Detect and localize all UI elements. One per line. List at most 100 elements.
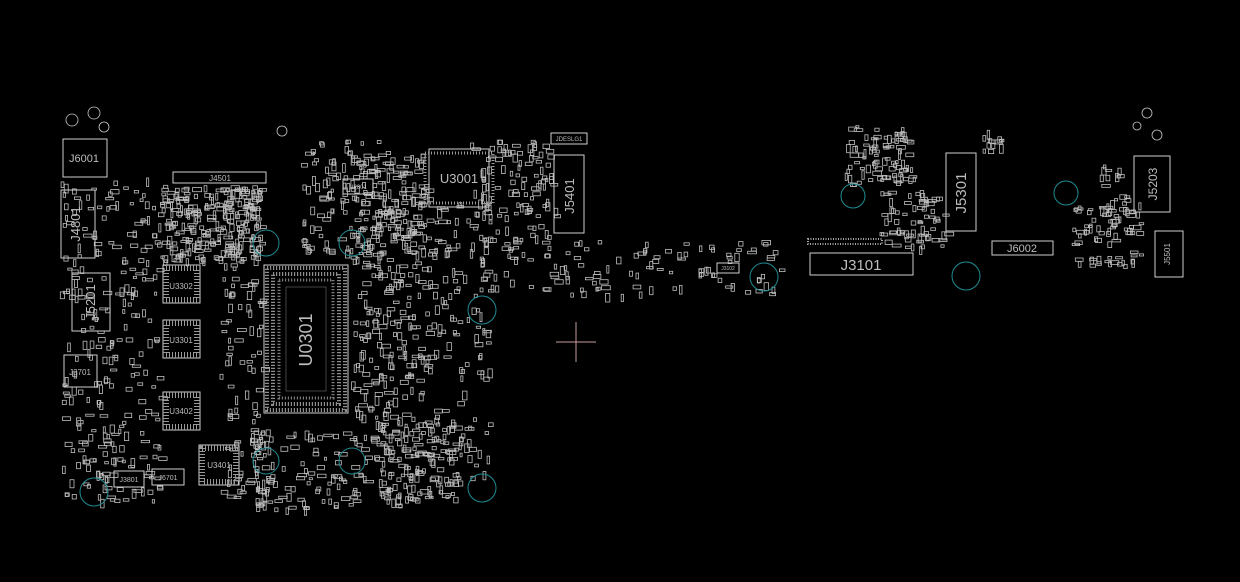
smd-pad [438,457,445,461]
connector-j5203[interactable]: J5203 [1133,155,1171,213]
smd-pad [226,188,230,193]
smd-pad [286,492,292,502]
smd-pad [1124,198,1132,203]
smd-pad [131,313,138,318]
smd-pad [165,223,171,231]
smd-pad [75,356,79,362]
smd-pad [669,270,674,275]
smd-pad [341,478,347,482]
smd-pad [86,484,91,489]
u3402-balls [163,392,200,430]
smd-pad [409,431,415,437]
smd-pad [285,507,289,515]
memory-chip-u3401[interactable]: U3401 [198,444,240,486]
smd-pad [404,156,412,161]
smd-pad [140,219,149,224]
smd-pad [244,198,252,203]
smd-pad [304,151,315,156]
smd-pad [406,302,411,308]
connector-j5501[interactable]: J5501 [1154,230,1184,278]
smd-pad [193,193,199,199]
smd-pad [96,400,102,405]
smd-pad [421,266,429,272]
smd-pad [302,219,307,227]
mounting-hole [252,447,280,475]
smd-pad [139,431,145,436]
smd-pad [110,189,120,195]
connector-j6002[interactable]: J6002 [991,240,1054,256]
smd-pad [368,405,374,413]
connector-j3101[interactable]: J3101 [807,238,914,276]
smd-pad [123,186,129,190]
connector-j6701[interactable]: J6701 [151,468,185,486]
smd-pad [255,444,260,450]
smd-pad [382,354,390,359]
smd-pad [321,499,326,504]
smd-pad [237,234,245,239]
smd-pad [402,345,406,355]
smd-pad [890,145,895,149]
u0301-outline[interactable] [263,264,349,414]
connector-j5301[interactable]: J5301 [945,152,977,232]
smd-pad [428,452,435,457]
smd-pad [481,177,487,182]
smd-pad [489,145,496,152]
smd-pad [210,204,215,209]
connector-j4801[interactable]: J4801 [60,189,96,259]
smd-pad [538,151,544,159]
smd-pad [1117,174,1125,179]
smd-pad [779,268,786,272]
smd-pad [910,229,916,239]
smd-pad [370,227,377,232]
smd-pad [331,161,337,172]
connector-j3801[interactable]: J3801 [113,470,145,488]
smd-pad [226,209,234,214]
smd-pad [545,202,551,212]
smd-pad [434,414,440,420]
smd-pad [452,330,457,335]
connector-j5201[interactable]: J5201 [71,272,111,332]
smd-pad [501,246,511,251]
smd-pad [391,210,395,218]
connector-j3701[interactable]: J3701 [63,354,98,388]
memory-chip-u3402[interactable]: U3402 [162,391,201,431]
smd-pad [102,356,108,365]
smd-pad [769,292,777,297]
smd-pad [908,180,913,184]
smd-pad [316,464,325,471]
smd-pad [239,230,244,235]
smd-pad [129,267,137,271]
connector-j6001[interactable]: J6001 [62,138,108,178]
smd-pad [240,450,244,457]
smd-pad [452,267,456,278]
connector-j3102[interactable]: J3102 [716,262,740,274]
connector-j5401[interactable]: J5401 [553,154,585,234]
j4501-outline [172,171,267,184]
smd-pad [118,428,122,434]
smd-pad [66,288,70,294]
smd-pad [378,209,383,218]
smd-pad [227,203,233,208]
smd-pad [115,201,119,211]
smd-pad [159,201,165,205]
chip-u3001[interactable]: U3001 [423,148,495,208]
memory-chip-u3302[interactable]: U3302 [162,264,201,304]
smd-pad [371,157,380,161]
smd-pad [245,480,256,486]
smd-pad [545,148,555,154]
smd-pad [402,195,412,201]
smd-pad [510,179,516,186]
smd-pad [386,488,391,494]
smd-pad [135,272,144,276]
connector-j5402[interactable]: JDESLG1 [550,132,588,145]
connector-j4501[interactable]: J4501 [172,171,267,184]
smd-pad [104,441,111,447]
smd-pad [333,502,339,509]
smd-pad [74,196,82,200]
chip-u2801[interactable]: U2801 [342,178,374,195]
smd-pad [543,287,552,292]
smd-pad [422,421,427,428]
memory-chip-u3301[interactable]: U3301 [162,319,201,359]
